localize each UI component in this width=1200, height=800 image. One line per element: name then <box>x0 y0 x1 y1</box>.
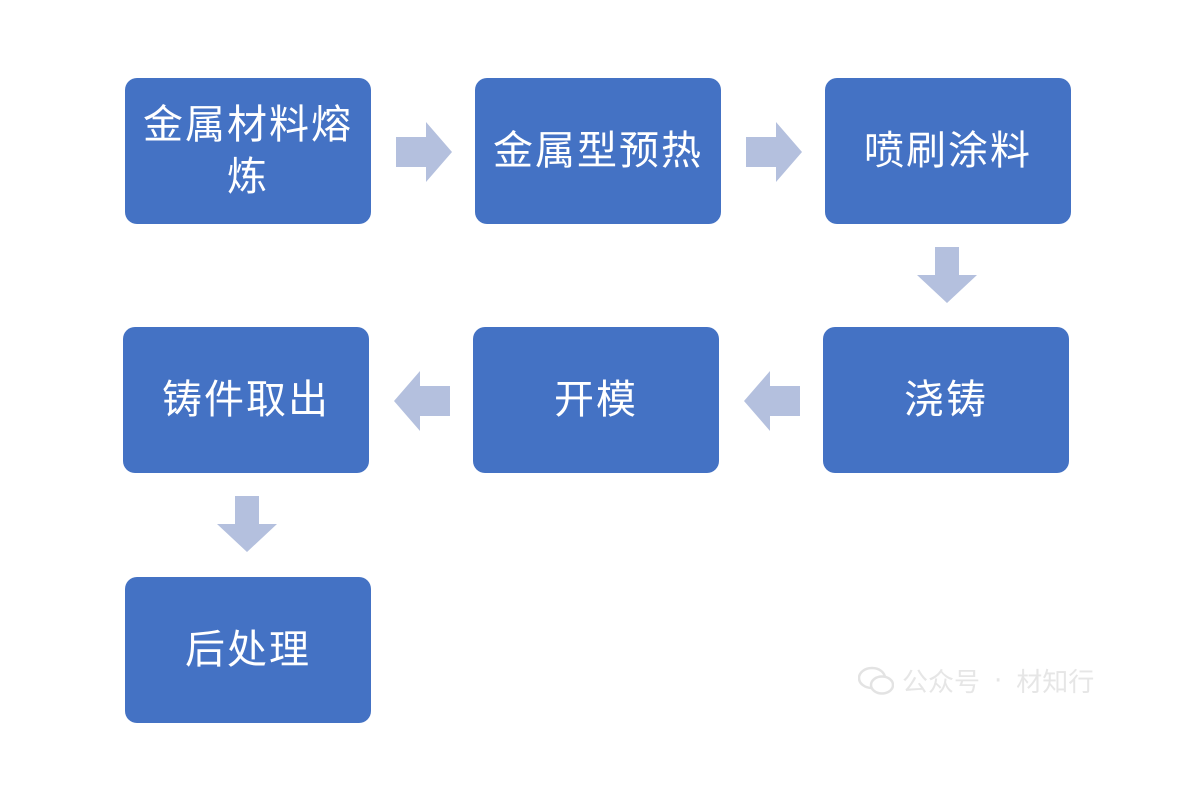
step-pouring: 浇铸 <box>823 327 1069 473</box>
arrow-shape <box>744 371 800 431</box>
arrow-shape <box>917 247 977 303</box>
arrow-shape <box>217 496 277 552</box>
arrow-left-icon <box>394 371 450 431</box>
step-label: 铸件取出 <box>162 377 330 423</box>
step-label: 开模 <box>554 377 638 423</box>
arrow-right-icon <box>396 122 452 182</box>
step-casting-removal: 铸件取出 <box>123 327 369 473</box>
arrow-down-icon <box>917 247 977 303</box>
step-label: 后处理 <box>185 627 311 673</box>
arrow-down-icon <box>217 496 277 552</box>
step-label: 喷刷涂料 <box>864 128 1032 174</box>
step-mold-preheat: 金属型预热 <box>475 78 721 224</box>
step-label: 浇铸 <box>904 377 988 423</box>
step-label: 金属型预热 <box>493 128 703 174</box>
watermark-prefix: 公众号 <box>902 668 981 698</box>
step-spray-coating: 喷刷涂料 <box>825 78 1071 224</box>
step-label: 金属材料熔炼 <box>143 102 353 200</box>
arrow-right-icon <box>746 122 802 182</box>
watermark: 公众号 · 材知行 <box>858 662 1094 699</box>
arrow-shape <box>394 371 450 431</box>
wechat-icon <box>858 666 894 695</box>
arrow-shape <box>746 122 802 182</box>
watermark-name: 材知行 <box>1016 668 1095 698</box>
arrow-left-icon <box>744 371 800 431</box>
step-mold-opening: 开模 <box>473 327 719 473</box>
watermark-separator: · <box>994 665 1003 696</box>
step-metal-melting: 金属材料熔炼 <box>125 78 371 224</box>
arrow-shape <box>396 122 452 182</box>
step-post-processing: 后处理 <box>125 577 371 723</box>
